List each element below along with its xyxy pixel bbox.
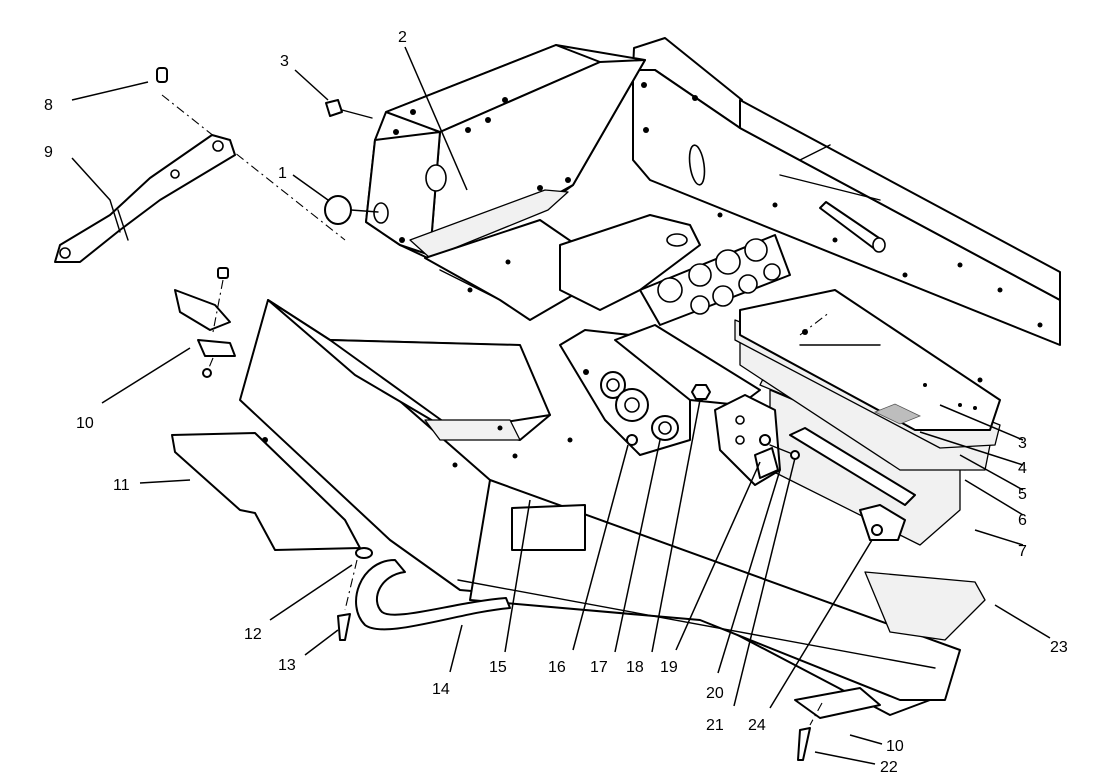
callout-9: 9 bbox=[44, 144, 53, 161]
foot-pan-assembly bbox=[239, 299, 986, 716]
handle bbox=[355, 559, 511, 631]
callout-8: 8 bbox=[44, 97, 53, 114]
leader-lines bbox=[71, 46, 1051, 765]
callout-3-right: 3 bbox=[1018, 435, 1027, 452]
cross-member bbox=[559, 214, 791, 326]
main-frame-box bbox=[365, 44, 646, 321]
callout-23: 23 bbox=[1050, 639, 1068, 656]
side-frame-rail bbox=[632, 37, 1061, 383]
callout-1: 1 bbox=[278, 165, 287, 182]
callout-6: 6 bbox=[1018, 512, 1027, 529]
callout-12: 12 bbox=[244, 626, 262, 643]
callout-11: 11 bbox=[113, 477, 130, 494]
fasteners bbox=[54, 67, 881, 761]
callout-18: 18 bbox=[626, 659, 644, 676]
callout-3-top: 3 bbox=[280, 53, 289, 70]
callout-16: 16 bbox=[548, 659, 566, 676]
adjust-bracket bbox=[714, 394, 800, 486]
callout-7: 7 bbox=[1018, 543, 1027, 560]
callout-5: 5 bbox=[1018, 486, 1027, 503]
callout-15: 15 bbox=[489, 659, 507, 676]
callout-20: 20 bbox=[706, 685, 724, 702]
callout-10-bottom: 10 bbox=[886, 738, 904, 755]
callout-10-top: 10 bbox=[76, 415, 94, 432]
callout-13: 13 bbox=[278, 657, 296, 674]
callout-24: 24 bbox=[748, 717, 766, 734]
callout-19: 19 bbox=[660, 659, 678, 676]
callout-22: 22 bbox=[880, 759, 898, 776]
callout-21: 21 bbox=[706, 717, 724, 734]
stacked-plates bbox=[734, 289, 1001, 546]
callout-17: 17 bbox=[590, 659, 608, 676]
callout-14: 14 bbox=[432, 681, 450, 698]
callout-4: 4 bbox=[1018, 460, 1027, 477]
angle-bar bbox=[789, 427, 916, 541]
callout-labels: 8 9 1 2 3 10 11 12 13 14 15 16 17 18 19 … bbox=[44, 29, 1068, 776]
deflector-plate bbox=[171, 432, 361, 551]
callout-2: 2 bbox=[398, 29, 407, 46]
